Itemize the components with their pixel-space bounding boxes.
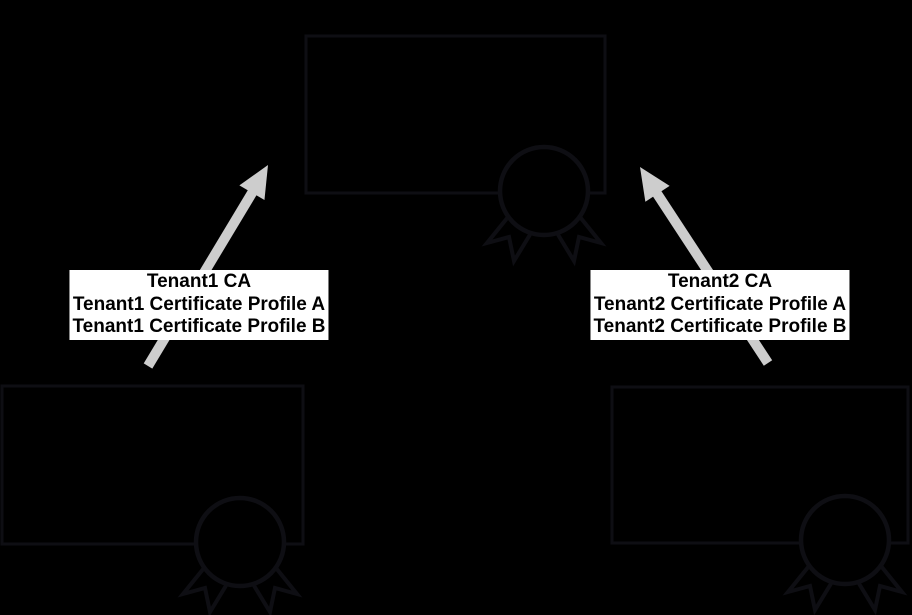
tenant2-ca-name: Tenant2 CA [667,271,773,292]
certificate-seal-icon [481,144,607,267]
seal-circle [193,495,287,589]
bottom-left-certificate-box [0,384,305,546]
arrow-head [640,167,670,202]
tenant1-ca-name: Tenant1 CA [146,271,252,292]
tenant1-profile-b: Tenant1 Certificate Profile B [72,316,326,337]
bottom-right-certificate-box [610,385,910,545]
certificate-seal-icon [177,495,303,615]
top-certificate-box [304,34,607,195]
arrow-head [239,165,268,200]
seal-circle [497,144,591,238]
tenant2-ca-label: Tenant2 CA Tenant2 Certificate Profile A… [590,270,850,340]
certificate-seal-icon [782,493,908,615]
tenant2-profile-b: Tenant2 Certificate Profile B [593,316,847,337]
seal-circle [798,493,892,587]
tenant1-profile-a: Tenant1 Certificate Profile A [72,293,326,315]
tenant2-profile-a: Tenant2 Certificate Profile A [593,293,847,315]
tenant1-ca-label: Tenant1 CA Tenant1 Certificate Profile A… [69,270,329,340]
